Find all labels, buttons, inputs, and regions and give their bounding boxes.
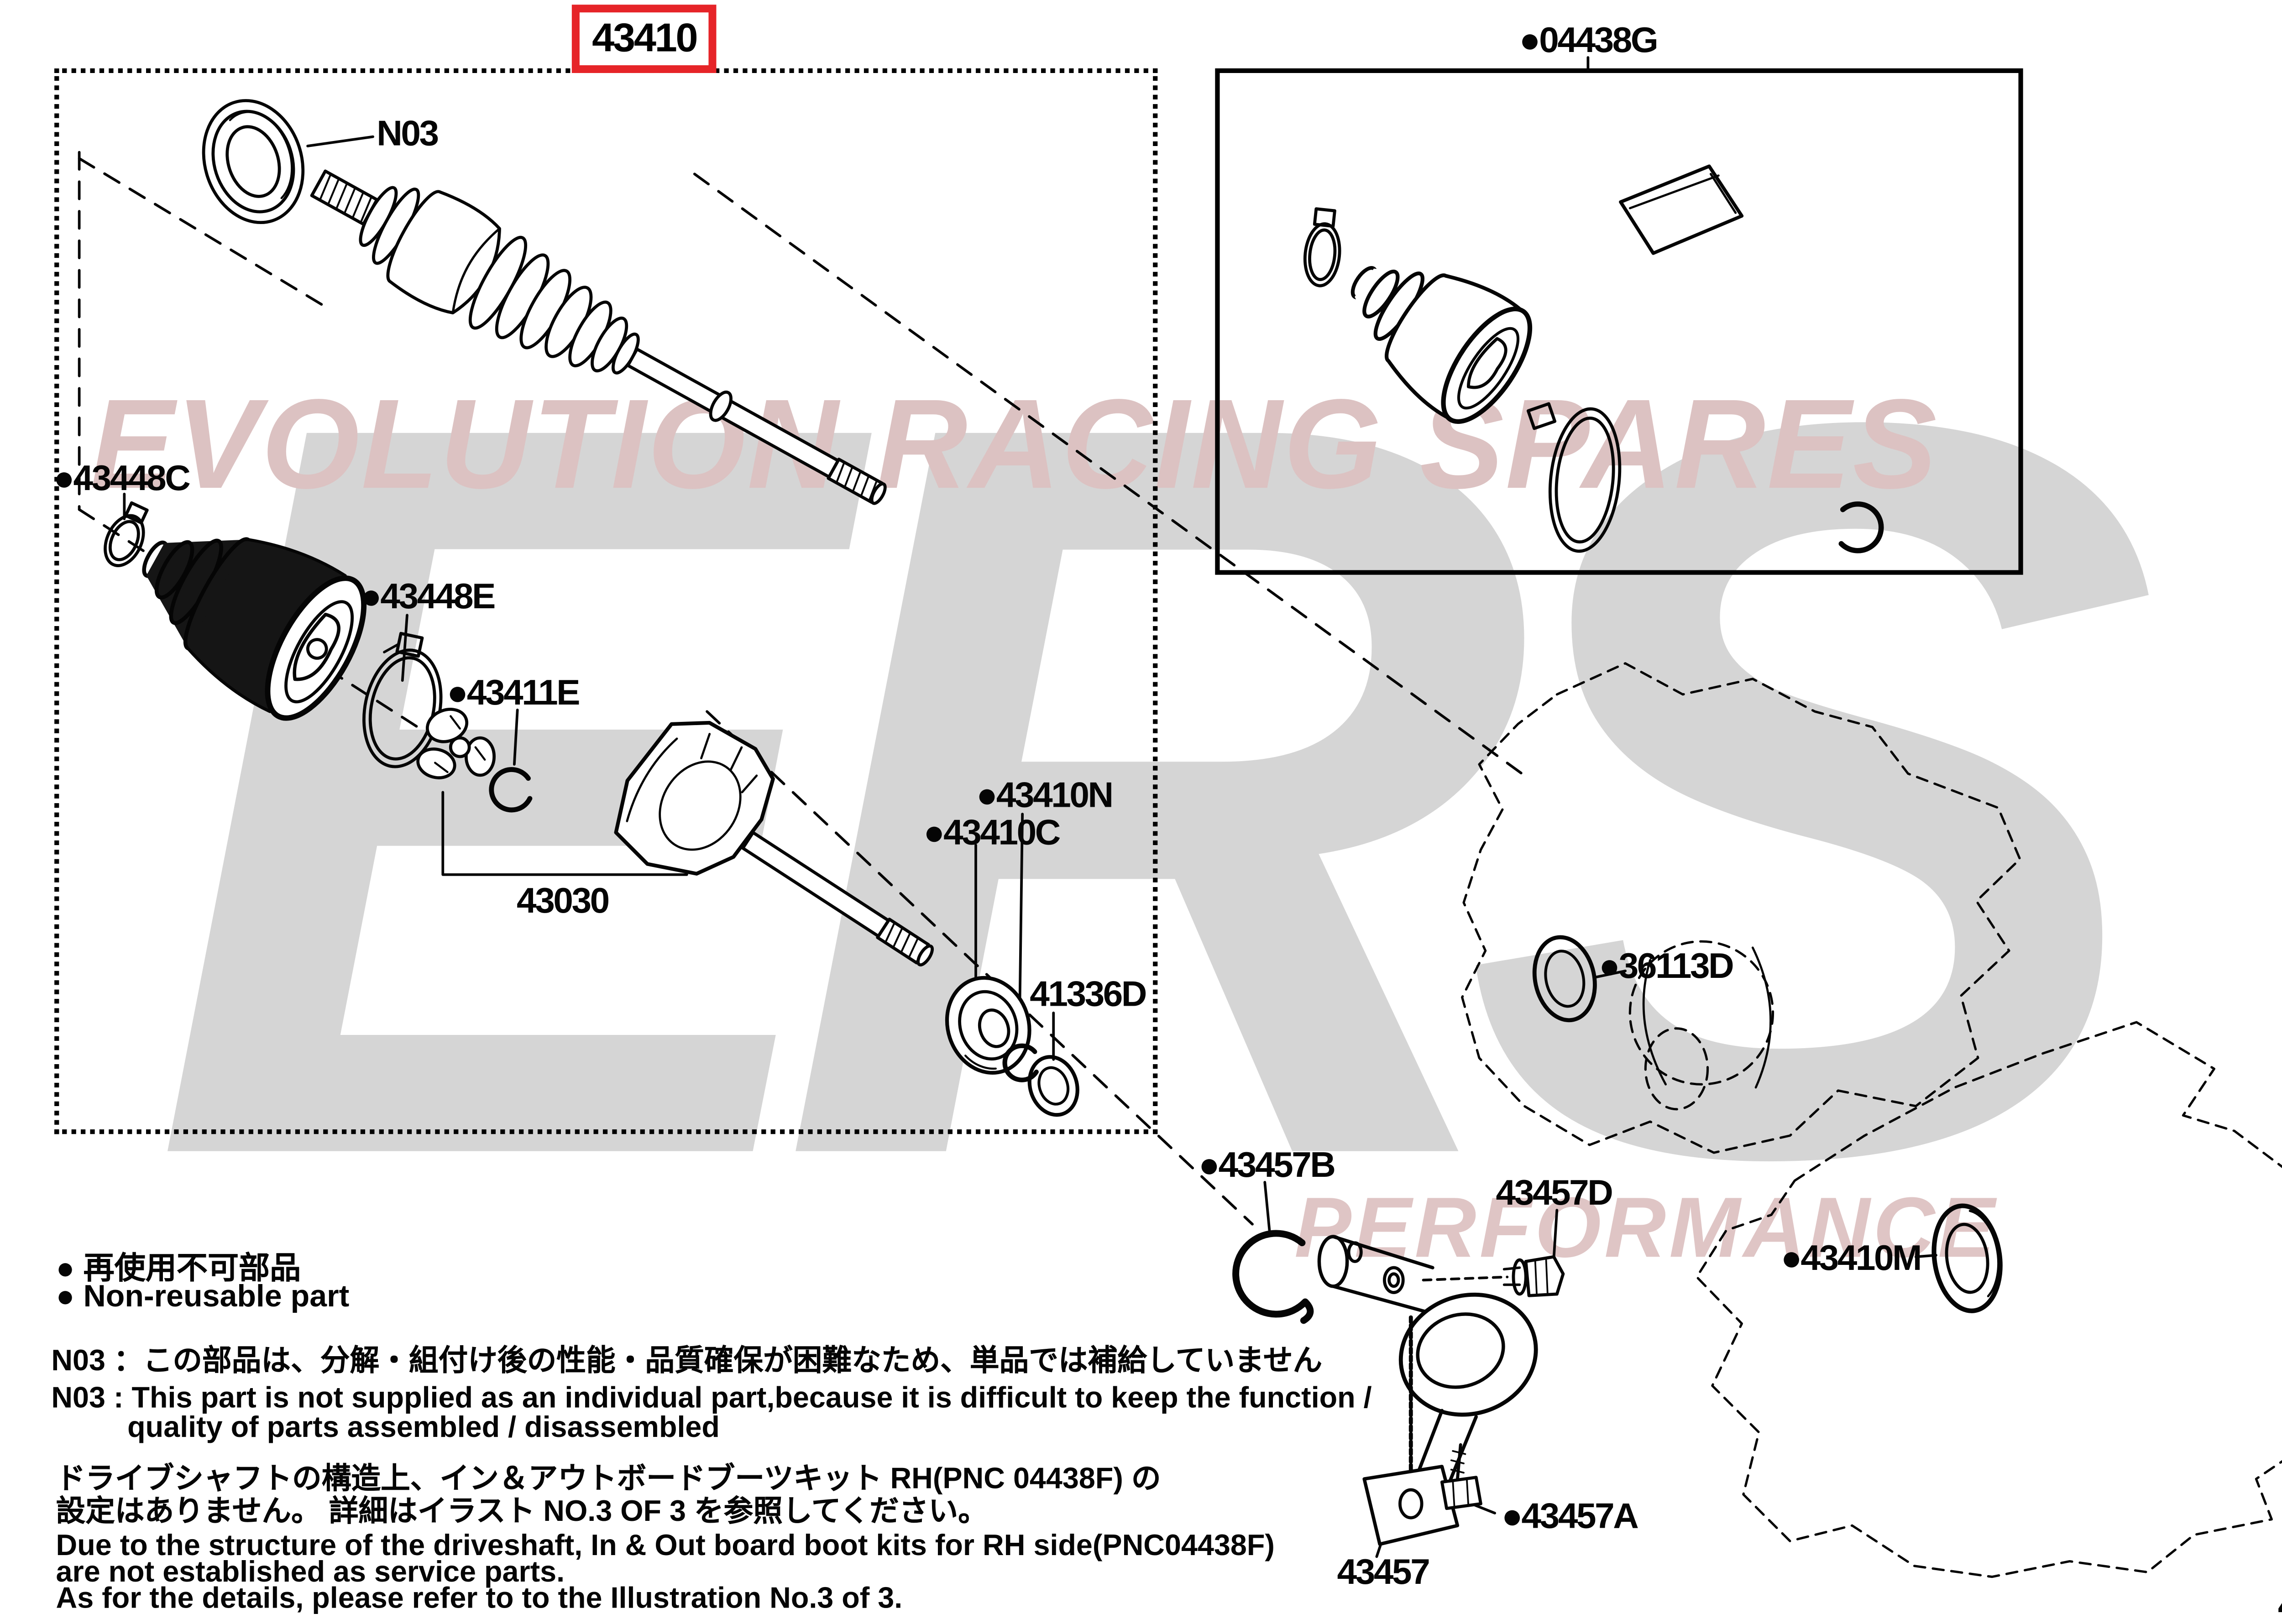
transaxle-inner-arcs: [1642, 946, 1772, 1089]
drawing-number: 434502C: [2278, 1585, 2282, 1624]
note-boot-jp-2: 設定はありません。 詳細はイラスト NO.3 OF 3 を参照してください。: [56, 1496, 988, 1529]
callout-36113d[interactable]: ●36113D: [1598, 945, 1734, 986]
shaft-snap-ring-drawing: [1002, 1043, 1039, 1082]
note-boot-en-2: are not established as service parts.: [56, 1556, 565, 1589]
callout-43410n[interactable]: ●43410N: [976, 774, 1114, 815]
inboard-boot-drawing: [142, 537, 367, 721]
kit-small-clamp-drawing: [1303, 207, 1341, 287]
callout-43457a[interactable]: ●43457A: [1501, 1495, 1639, 1536]
snap-ring-43411e-drawing: [489, 767, 533, 813]
center-bearing-drawing: [945, 976, 1031, 1075]
note-boot-en-1: Due to the structure of the driveshaft, …: [56, 1530, 1275, 1563]
lock-bolt-drawing: [1440, 1443, 1482, 1510]
transaxle-case-drawing: [1461, 662, 2021, 1154]
callout-41336d[interactable]: 41336D: [1030, 973, 1147, 1014]
kit-large-clamp-drawing: [1526, 402, 1622, 553]
callout-43457b[interactable]: ●43457B: [1198, 1144, 1336, 1185]
inboard-joint-drawing: [614, 721, 934, 966]
cam-bolt-drawing: [1502, 1255, 1565, 1297]
legend-non-reusable-en: ● Non-reusable part: [56, 1280, 350, 1315]
kit-snap-ring-drawing: [1838, 501, 1884, 554]
callout-04438g[interactable]: ●04438G: [1519, 19, 1659, 60]
bolt-alignment-dashed-line: [1422, 1275, 1509, 1282]
bearing-seal-drawing: [1027, 1055, 1079, 1117]
transaxle-oil-seal-drawing: [1532, 935, 1597, 1023]
note-n03-jp: N03 ：この部品は、分解・組付け後の性能・品質確保が困難なため、単品では補給し…: [51, 1345, 1323, 1378]
outer-driveshaft-drawing: [310, 169, 887, 505]
hub-oil-seal-drawing: [1931, 1203, 2003, 1313]
callout-43448e[interactable]: ●43448E: [360, 575, 496, 616]
tripod-joint-drawing: [416, 708, 496, 779]
note-n03-en-1: N03 : This part is not supplied as an in…: [51, 1383, 1372, 1415]
note-boot-en-3: As for the details, please refer to to t…: [56, 1583, 903, 1616]
hub-carrier-outline-drawing: [1696, 1021, 2282, 1578]
bearing-lock-arm-drawing: [1317, 1235, 1538, 1546]
kit-grease-bag-drawing: [1619, 164, 1744, 255]
lock-cam-clip-drawing: [1232, 1230, 1314, 1324]
callout-43410m[interactable]: ●43410M: [1780, 1237, 1922, 1278]
kit-boot-drawing: [1350, 266, 1533, 424]
highlighted-part-number: 43410: [592, 14, 698, 61]
callout-43411e[interactable]: ●43411E: [446, 672, 581, 712]
callout-43457[interactable]: 43457: [1337, 1551, 1430, 1592]
callout-43410c[interactable]: ●43410C: [923, 811, 1061, 852]
legend-non-reusable-jp: ● 再使用不可部品: [56, 1252, 301, 1286]
highlighted-part-callout[interactable]: 43410: [571, 5, 717, 73]
callout-43457d[interactable]: 43457D: [1496, 1172, 1613, 1213]
oil-seal-n03-drawing: [202, 99, 305, 225]
callout-43448c[interactable]: ●43448C: [53, 457, 191, 498]
boot-kit-frame: [1215, 68, 2023, 575]
callout-n03[interactable]: N03: [377, 112, 439, 153]
inboard-boot-clamp-small-drawing: [104, 501, 149, 567]
note-boot-jp-1: ドライブシャフトの構造上、イン＆アウトボードブーツキット RH(PNC 0443…: [56, 1463, 1161, 1496]
callout-43030[interactable]: 43030: [517, 880, 610, 921]
note-n03-en-2: quality of parts assembled / disassemble…: [127, 1412, 720, 1445]
